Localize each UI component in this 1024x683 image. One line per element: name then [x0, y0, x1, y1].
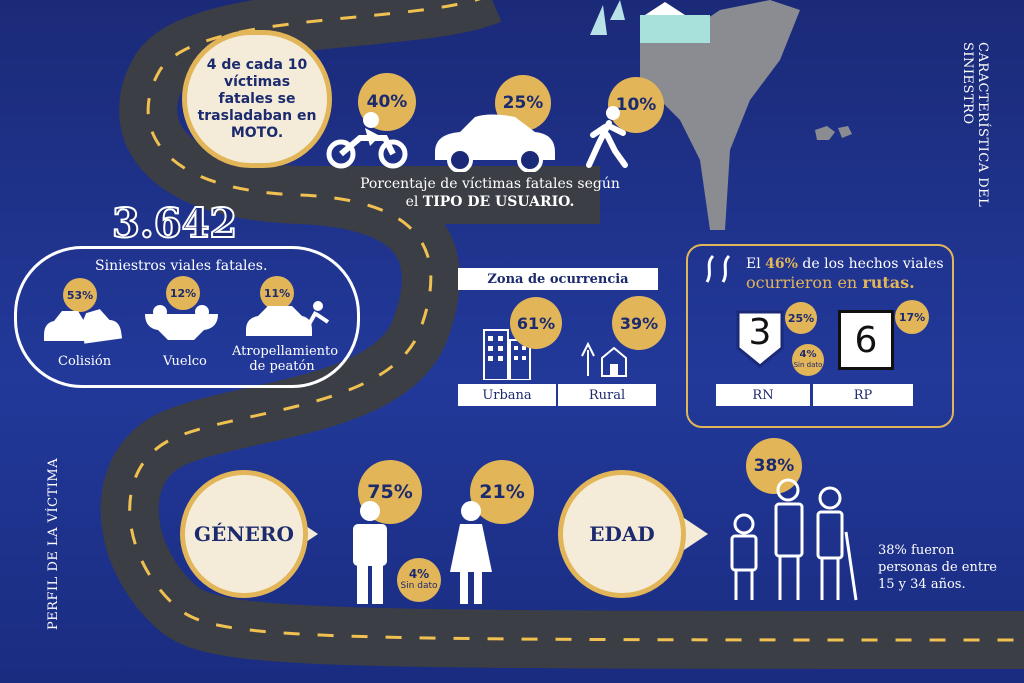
map-silhouette — [640, 0, 852, 230]
gender-title: GÉNERO — [194, 522, 294, 546]
rn-shield-icon — [736, 310, 784, 368]
rural-house-icon — [581, 341, 627, 377]
pedestrian-hit-pct: 11% — [260, 276, 294, 310]
road-sign-icon — [705, 254, 731, 283]
rn-label: RN — [716, 384, 810, 406]
rollover-icon — [145, 305, 218, 340]
motorcycle-icon — [326, 112, 408, 169]
routes-line1: El 46% de los hechos viales — [746, 256, 944, 272]
urban-label: Urbana — [458, 384, 556, 406]
user-caption-line1: Porcentaje de víctimas fatales según — [360, 176, 620, 192]
age-title: EDAD — [589, 522, 655, 546]
routes-no-data-pct: 4% — [799, 349, 817, 360]
male-icon — [353, 501, 387, 604]
crashes-total: 3.642 — [111, 199, 238, 248]
routes-line2-bold: rutas. — [862, 273, 915, 292]
gender-circle: GÉNERO — [180, 470, 308, 598]
pedestrian-icon — [586, 106, 628, 168]
user-caption-bold: TIPO DE USUARIO. — [422, 194, 575, 210]
routes-line2-pre: ocurrieron en — [746, 273, 863, 292]
rollover-pct: 12% — [166, 276, 200, 310]
routes-panel — [686, 244, 954, 428]
pedestrian-hit-label: Atropellamiento de peatón — [232, 344, 339, 374]
routes-pct: 46% — [765, 256, 798, 272]
user-caption-pre: el — [405, 194, 423, 210]
routes-pre: El — [746, 256, 766, 272]
rp-label: RP — [813, 384, 913, 406]
rn-pct: 25% — [785, 302, 817, 334]
crashes-panel — [14, 246, 360, 388]
rp-pct: 17% — [895, 300, 929, 334]
moto-callout-text: 4 de cada 10 víctimas fatales se traslad… — [197, 56, 317, 141]
pedestrian-pct: 10% — [608, 77, 664, 133]
routes-no-data: 4% Sin dato — [792, 344, 824, 376]
moto-callout: 4 de cada 10 víctimas fatales se traslad… — [182, 30, 332, 168]
side-label-right: CARACTERÍSTICA DEL SINIESTRO — [960, 42, 990, 208]
collision-icon — [44, 309, 122, 344]
age-pct: 38% — [746, 438, 802, 494]
side-label-left: PERFIL DE LA VÍCTIMA — [46, 457, 61, 630]
rp-number: 6 — [838, 310, 894, 370]
collision-pct: 53% — [63, 278, 97, 312]
female-icon — [450, 501, 492, 604]
pedestrian-hit-icon — [246, 301, 330, 336]
age-circle: EDAD — [558, 470, 686, 598]
gender-no-data-label: Sin dato — [400, 581, 438, 591]
zone-title: Zona de ocurrencia — [458, 268, 658, 290]
rn-number: 3 — [748, 312, 772, 353]
age-caption: 38% fueron personas de entre 15 y 34 año… — [878, 543, 997, 592]
collision-label: Colisión — [58, 354, 112, 369]
routes-line2: ocurrieron en rutas. — [746, 273, 915, 292]
gender-no-data-pct: 4% — [408, 567, 430, 581]
routes-no-data-label: Sin dato — [793, 361, 823, 369]
rural-pct: 39% — [612, 296, 666, 350]
age-group-icon — [730, 478, 858, 601]
user-type-caption: Porcentaje de víctimas fatales según el … — [345, 175, 635, 211]
gender-no-data: 4% Sin dato — [397, 558, 441, 602]
rural-label: Rural — [558, 384, 656, 406]
car-icon — [435, 114, 555, 172]
rollover-label: Vuelco — [163, 354, 207, 369]
routes-mid: de los hechos viales — [797, 256, 944, 272]
urban-pct: 61% — [510, 297, 562, 349]
crashes-label: Siniestros viales fatales. — [95, 258, 268, 274]
landscape-icon — [590, 0, 710, 43]
